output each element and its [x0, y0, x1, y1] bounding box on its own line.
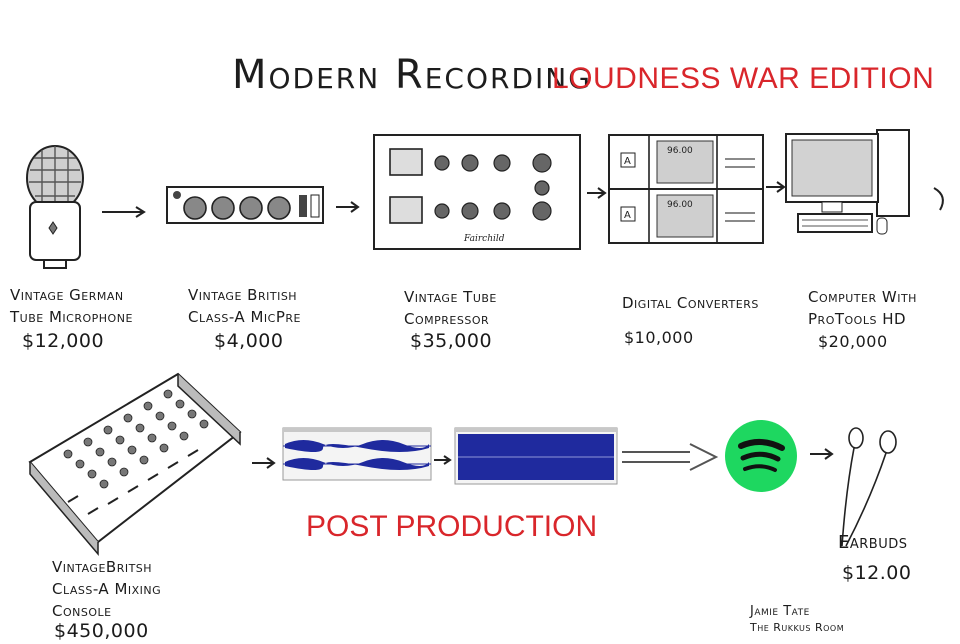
arrow — [102, 206, 146, 218]
item-label-line: Class-A Mixing — [52, 580, 162, 598]
item-label-line: Compressor — [404, 310, 490, 328]
arrow — [622, 443, 719, 471]
earbuds-icon — [841, 427, 897, 547]
compressor-icon: Fairchild — [373, 134, 581, 250]
item-label-line: Class-A MicPre — [188, 308, 301, 326]
item-label-line: Vintage German — [10, 286, 124, 304]
edition-title: LOUDNESS WAR EDITION — [552, 62, 935, 95]
computer-icon — [785, 129, 944, 235]
item-price: $20,000 — [818, 332, 888, 351]
item-label-line: Computer With — [808, 288, 917, 306]
item-price: $450,000 — [54, 620, 149, 642]
arrow — [434, 455, 452, 465]
item-label: Digital Converters — [622, 292, 759, 314]
arrow — [810, 448, 834, 460]
item-label-line: Digital Converters — [622, 294, 759, 312]
item-price: $35,000 — [410, 330, 493, 352]
signature-name: Jamie Tate — [750, 604, 810, 619]
arrow — [252, 457, 276, 469]
item-label-line: Earbuds — [838, 532, 908, 553]
item-label: Earbuds — [838, 532, 908, 554]
microphone-icon — [26, 145, 84, 269]
item-label: Vintage Tube Compressor — [404, 286, 497, 330]
item-label: Vintage British Class-A MicPre — [188, 284, 301, 328]
preamp-icon — [166, 186, 324, 224]
mixing-console-icon — [28, 372, 242, 557]
diagram-title: Modern Recording — [232, 52, 592, 98]
converter-readout: 96.00 — [667, 146, 693, 156]
item-label-line: Vintage Tube — [404, 288, 497, 306]
arrow — [766, 181, 786, 193]
compressor-brand: Fairchild — [463, 234, 505, 244]
converter-icon: A A 96.00 96.00 — [608, 134, 764, 244]
signature-site: The Rukkus Room — [750, 621, 845, 634]
item-label-line: VintageBritsh — [52, 558, 153, 576]
item-label: Vintage German Tube Microphone — [10, 284, 133, 328]
item-price: $10,000 — [624, 328, 694, 347]
spotify-icon — [725, 420, 797, 492]
converter-readout: 96.00 — [667, 200, 693, 210]
waveform-icon — [282, 427, 432, 481]
item-label-line: Tube Microphone — [10, 308, 133, 326]
item-label: VintageBritsh Class-A Mixing Console — [52, 556, 161, 622]
arrow — [336, 201, 360, 213]
item-label-line: Console — [52, 602, 112, 620]
item-price: $12,000 — [22, 330, 105, 352]
post-production-label: POST PRODUCTION — [306, 510, 598, 543]
item-label-line: Vintage British — [188, 286, 298, 304]
item-label-line: ProTools HD — [808, 310, 907, 328]
signature: Jamie Tate The Rukkus Room — [750, 604, 844, 636]
waveform-icon — [454, 427, 618, 485]
arrow — [587, 187, 607, 199]
item-price: $4,000 — [214, 330, 284, 352]
item-label: Computer With ProTools HD — [808, 286, 917, 330]
converter-badge: A — [624, 210, 631, 221]
converter-badge: A — [624, 156, 631, 167]
item-price: $12.00 — [842, 562, 912, 584]
